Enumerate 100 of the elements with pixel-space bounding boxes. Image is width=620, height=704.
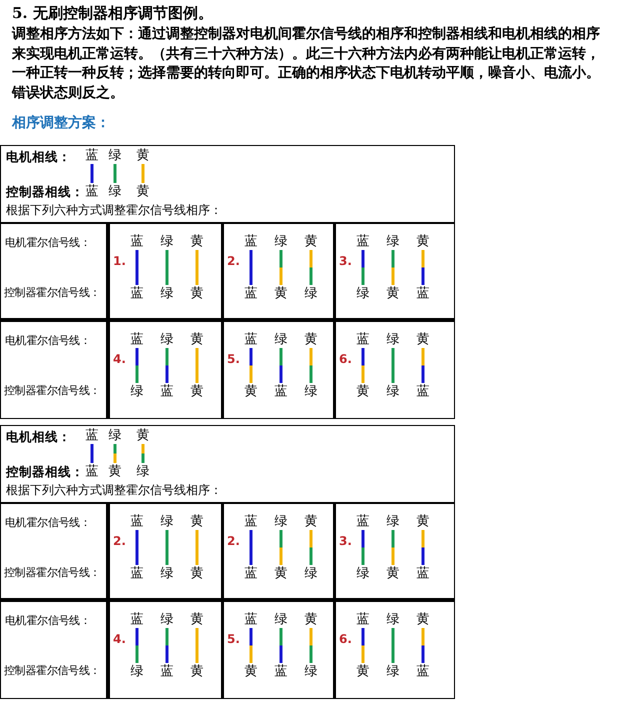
wire-color-label: 黄 — [302, 234, 320, 249]
wire-color-label: 黄 — [414, 514, 432, 529]
wire — [392, 530, 394, 565]
wire — [250, 348, 252, 383]
row-label: 控制器霍尔信号线： — [4, 566, 100, 580]
wire — [422, 628, 424, 663]
wire-color-label: 黄 — [384, 566, 402, 581]
wire-color-label: 绿 — [272, 612, 290, 627]
wire — [250, 250, 252, 285]
row-label: 控制器霍尔信号线： — [4, 384, 100, 398]
wire-color-label: 蓝 — [128, 514, 146, 529]
wire — [422, 250, 424, 285]
wire-color-label: 黄 — [106, 464, 124, 479]
wire-color-label: 蓝 — [158, 664, 176, 679]
row-label-cell — [0, 319, 108, 419]
wire — [362, 250, 364, 285]
case-number: 2. — [113, 534, 126, 548]
case-cell — [108, 223, 222, 319]
wire-color-label: 蓝 — [128, 566, 146, 581]
wire — [422, 530, 424, 565]
wire — [166, 348, 168, 383]
case-cell — [222, 223, 334, 319]
wire-color-label: 蓝 — [414, 664, 432, 679]
wire — [90, 164, 94, 183]
wire-color-label: 绿 — [354, 286, 372, 301]
row-label: 控制器霍尔信号线： — [4, 664, 100, 678]
wire-color-label: 黄 — [188, 514, 206, 529]
wire — [392, 250, 394, 285]
wire-color-label: 黄 — [302, 332, 320, 347]
wire-color-label: 绿 — [272, 234, 290, 249]
wire — [90, 444, 94, 463]
case-cell — [222, 319, 334, 419]
wire-color-label: 蓝 — [354, 612, 372, 627]
case-cell — [334, 503, 455, 599]
wire-color-label: 蓝 — [354, 514, 372, 529]
row-label: 控制器霍尔信号线： — [4, 286, 100, 300]
wire — [280, 628, 282, 663]
paragraph: 调整相序方法如下：通过调整控制器对电机间霍尔信号线的相序和控制器相线和电机相线的相序来实现电机正常运转。（共有三十六种方法）。此三十六种方法内必有两种能让电机正常运转，一种正转一种反转；选择需要的转向即可。正确的相序状态下电机转动平顺，噪音小、电流小。错误状态则反之。 — [12, 25, 601, 102]
case-number: 2. — [227, 534, 240, 548]
cell-text: 根据下列六种方式调整霍尔信号线相序： — [6, 482, 222, 499]
wire-color-label: 绿 — [384, 664, 402, 679]
wire — [114, 164, 116, 183]
wire-color-label: 黄 — [242, 664, 260, 679]
wire-color-label: 蓝 — [414, 286, 432, 301]
wire-color-label: 蓝 — [242, 286, 260, 301]
case-cell — [108, 503, 222, 599]
wire-color-label: 绿 — [384, 332, 402, 347]
wire — [310, 628, 312, 663]
wire-color-label: 黄 — [414, 234, 432, 249]
wire-color-label: 绿 — [106, 148, 124, 163]
case-number: 3. — [339, 254, 352, 268]
case-number: 2. — [227, 254, 240, 268]
wire-color-label: 蓝 — [158, 384, 176, 399]
wire — [310, 250, 312, 285]
wire-color-label: 绿 — [158, 234, 176, 249]
wire-color-label: 蓝 — [354, 332, 372, 347]
wire — [196, 250, 198, 285]
case-number: 4. — [113, 632, 126, 646]
wire — [392, 348, 394, 383]
wire-color-label: 蓝 — [414, 566, 432, 581]
wire-color-label: 黄 — [414, 332, 432, 347]
wire-color-label: 蓝 — [242, 514, 260, 529]
wire — [196, 530, 198, 565]
wire — [280, 530, 282, 565]
wire-color-label: 蓝 — [242, 566, 260, 581]
table-header-cell — [0, 425, 455, 503]
wire-color-label: 黄 — [188, 612, 206, 627]
wire-color-label: 黄 — [272, 286, 290, 301]
row-label-cell — [0, 503, 108, 599]
case-number: 5. — [227, 632, 240, 646]
wire-color-label: 绿 — [106, 184, 124, 199]
case-cell — [108, 319, 222, 419]
row-label: 电机霍尔信号线： — [5, 236, 91, 250]
wire-color-label: 蓝 — [83, 428, 101, 443]
wire-color-label: 蓝 — [83, 184, 101, 199]
wire-color-label: 绿 — [158, 566, 176, 581]
subheading: 相序调整方案： — [12, 114, 110, 132]
row-label: 电机霍尔信号线： — [5, 334, 91, 348]
case-number: 4. — [113, 352, 126, 366]
wire-color-label: 黄 — [242, 384, 260, 399]
wire-color-label: 黄 — [188, 664, 206, 679]
wire — [166, 250, 168, 285]
wire — [422, 348, 424, 383]
wire-color-label: 绿 — [134, 464, 152, 479]
wire — [142, 444, 144, 463]
cell-text: 电机相线： — [6, 429, 71, 446]
wire-color-label: 绿 — [128, 664, 146, 679]
wire-color-label: 绿 — [354, 566, 372, 581]
wire-color-label: 蓝 — [128, 234, 146, 249]
wire-color-label: 蓝 — [242, 612, 260, 627]
wire-color-label: 黄 — [188, 286, 206, 301]
wire-color-label: 黄 — [134, 184, 152, 199]
wire — [310, 348, 312, 383]
wire-color-label: 蓝 — [272, 384, 290, 399]
wire — [362, 348, 364, 383]
wire-color-label: 黄 — [134, 148, 152, 163]
wire-color-label: 绿 — [384, 514, 402, 529]
case-cell — [108, 599, 222, 699]
wire-color-label: 绿 — [302, 286, 320, 301]
wire-color-label: 黄 — [188, 332, 206, 347]
